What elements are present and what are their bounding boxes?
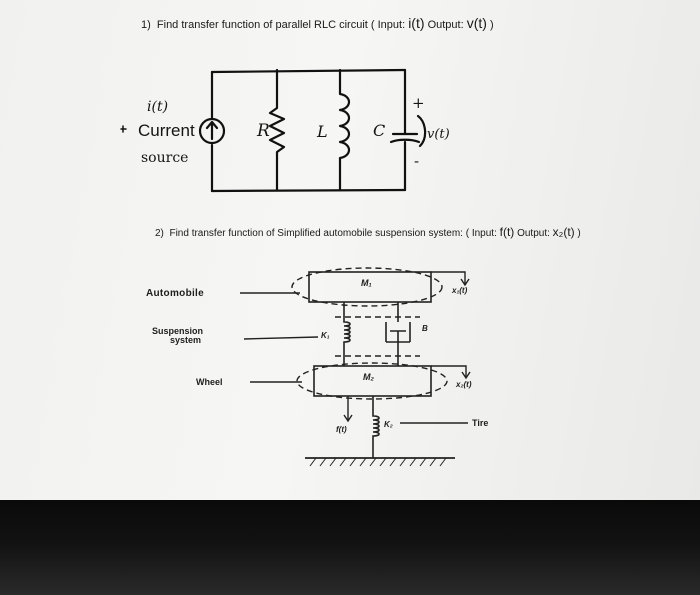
suspension-outline bbox=[335, 316, 420, 357]
voltage-bracket bbox=[416, 114, 427, 148]
mass-m1-block bbox=[308, 271, 432, 303]
spring-k2-label: K₂ bbox=[384, 420, 393, 429]
mass-m2-label: M₂ bbox=[363, 372, 374, 382]
suspension-label-line1: Suspension bbox=[152, 326, 204, 336]
suspension-leader bbox=[243, 336, 319, 340]
question-2-input: f(t) bbox=[499, 225, 515, 239]
source-label-line1: Current bbox=[138, 121, 195, 140]
force-label: f(t) bbox=[336, 425, 347, 434]
x1-arrow bbox=[431, 271, 470, 287]
monitor-screen bbox=[0, 0, 700, 500]
x1-label: x₁(t) bbox=[452, 286, 468, 295]
question-2-text: Find transfer function of Simplified aut… bbox=[169, 228, 500, 239]
suspension-label-line2: system bbox=[170, 335, 202, 345]
current-source-arrow bbox=[205, 120, 219, 141]
resistor-symbol bbox=[268, 68, 286, 192]
rlc-circuit-diagram bbox=[0, 0, 700, 500]
voltage-label: v(t) bbox=[427, 127, 450, 142]
spring-k2 bbox=[372, 396, 380, 458]
automobile-outline bbox=[291, 267, 443, 307]
wheel-label: Wheel bbox=[196, 377, 223, 387]
automobile-label: Automobile bbox=[146, 288, 204, 299]
question-1-text: Find transfer function of parallel RLC c… bbox=[156, 19, 409, 31]
spring-k1-label: K₁ bbox=[321, 331, 330, 340]
question-1-mid: Output: bbox=[424, 19, 467, 31]
current-source-circle bbox=[198, 117, 226, 145]
minus-sign: - bbox=[414, 152, 420, 170]
plus-sign: + bbox=[412, 94, 425, 112]
monitor-bezel bbox=[0, 500, 700, 595]
force-arrow bbox=[343, 396, 353, 423]
damper-b-label: B bbox=[422, 324, 428, 333]
inductor-symbol bbox=[338, 68, 351, 192]
question-2-mid: Output: bbox=[514, 228, 553, 239]
inductor-label: L bbox=[317, 122, 328, 141]
resistor-label: R bbox=[257, 121, 270, 141]
question-1-output: v(t) bbox=[466, 15, 487, 31]
question-1-input: i(t) bbox=[408, 15, 425, 31]
wheel-outline bbox=[296, 362, 448, 400]
x2-label: x₂(t) bbox=[456, 380, 472, 389]
question-2-number: 2) bbox=[155, 228, 164, 239]
bottom-wire bbox=[210, 188, 407, 193]
question-2: 2) Find transfer function of Simplified … bbox=[155, 225, 581, 239]
x2-arrow bbox=[431, 365, 471, 380]
capacitor-plate-bottom bbox=[389, 138, 421, 144]
question-1: 1) Find transfer function of parallel RL… bbox=[141, 15, 494, 31]
tire-label: Tire bbox=[472, 418, 489, 428]
question-2-output: x₂(t) bbox=[552, 225, 575, 239]
mass-m1-label: M₁ bbox=[361, 278, 372, 288]
top-wire bbox=[210, 68, 407, 74]
capacitor-label: C bbox=[373, 121, 386, 140]
ground-hatch bbox=[309, 457, 447, 467]
question-1-tail: ) bbox=[486, 19, 494, 31]
spring-k1 bbox=[343, 302, 351, 366]
suspension-diagram bbox=[0, 0, 700, 500]
damper-b bbox=[385, 302, 411, 366]
source-label-line2: source bbox=[141, 150, 189, 166]
question-1-number: 1) bbox=[141, 19, 151, 31]
question-2-tail: ) bbox=[574, 228, 581, 239]
source-signal-label: i(t) bbox=[147, 99, 169, 115]
bullet-mark bbox=[120, 125, 127, 133]
